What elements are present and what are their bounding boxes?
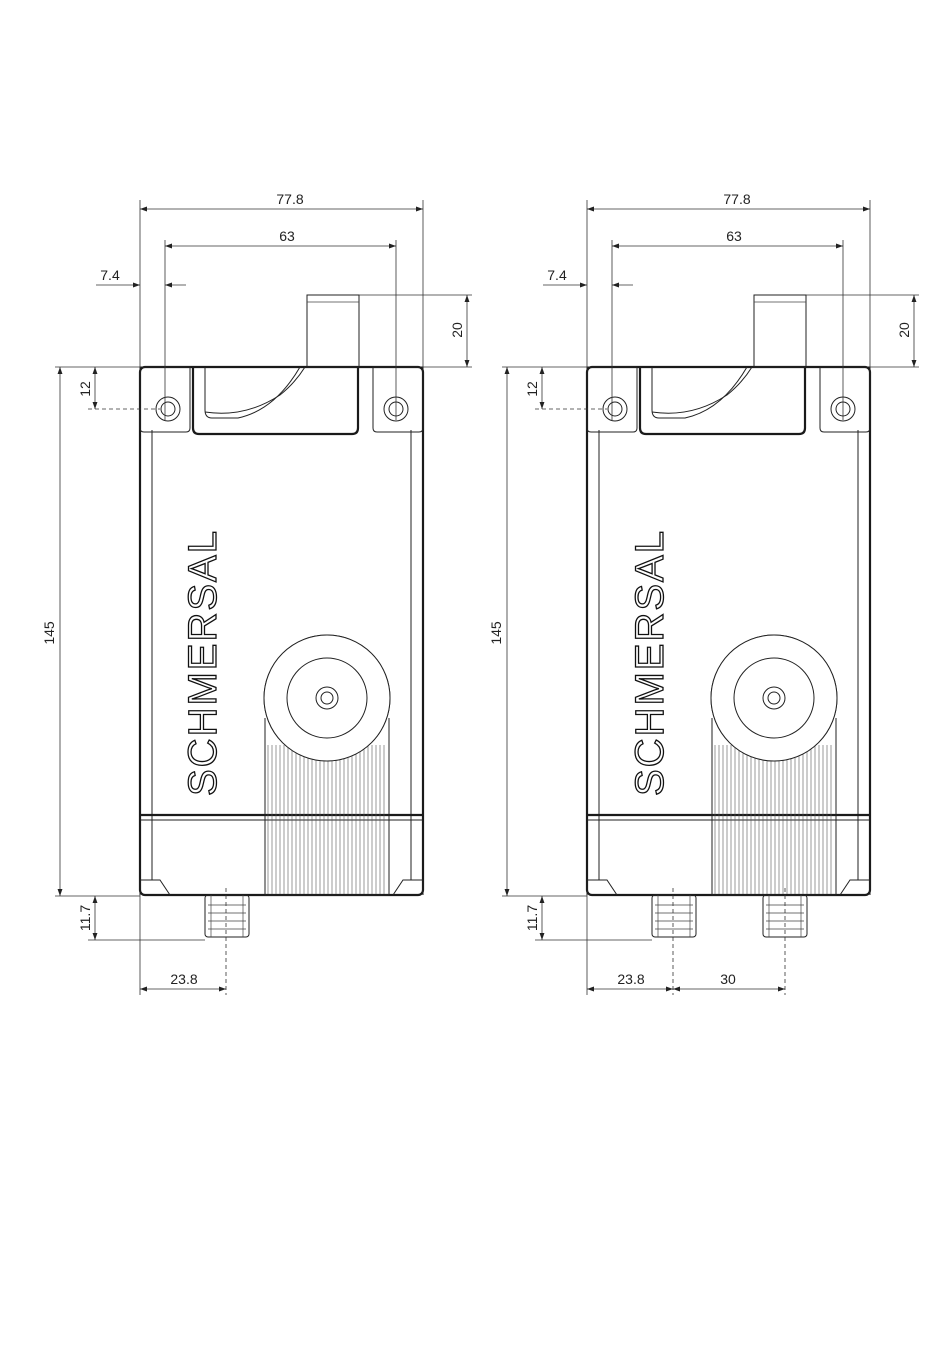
- dim-hole-from-top: 12: [77, 381, 93, 397]
- drawing-left: SCHMERSAL 77.8 63 7.4 20 12 145 11.7 23.…: [41, 191, 472, 995]
- rotary-knob: [264, 635, 390, 761]
- logo-right: SCHMERSAL: [628, 529, 672, 796]
- dim-hole-spacing: 63: [279, 228, 295, 244]
- dim-hole-offset: 7.4: [547, 267, 567, 283]
- dim-connector-offset: 23.8: [617, 971, 644, 987]
- dim-connector-offset: 23.8: [170, 971, 197, 987]
- rotary-knob: [711, 635, 837, 761]
- dim-height: 145: [41, 621, 57, 645]
- dim-overall-width: 77.8: [723, 191, 750, 207]
- dim-overall-width: 77.8: [276, 191, 303, 207]
- dim-connector-spacing: 30: [720, 971, 736, 987]
- dim-actuator-height: 20: [896, 322, 912, 338]
- dim-actuator-height: 20: [449, 322, 465, 338]
- drawing-right: SCHMERSAL 77.8 63 7.4 20 12 145 11.7 23.…: [488, 191, 919, 995]
- dim-hole-spacing: 63: [726, 228, 742, 244]
- dim-hole-from-top: 12: [524, 381, 540, 397]
- logo-left: SCHMERSAL: [181, 529, 225, 796]
- dim-connector-depth: 11.7: [77, 905, 93, 931]
- dim-hole-offset: 7.4: [100, 267, 120, 283]
- dim-height: 145: [488, 621, 504, 645]
- dim-connector-depth: 11.7: [524, 905, 540, 931]
